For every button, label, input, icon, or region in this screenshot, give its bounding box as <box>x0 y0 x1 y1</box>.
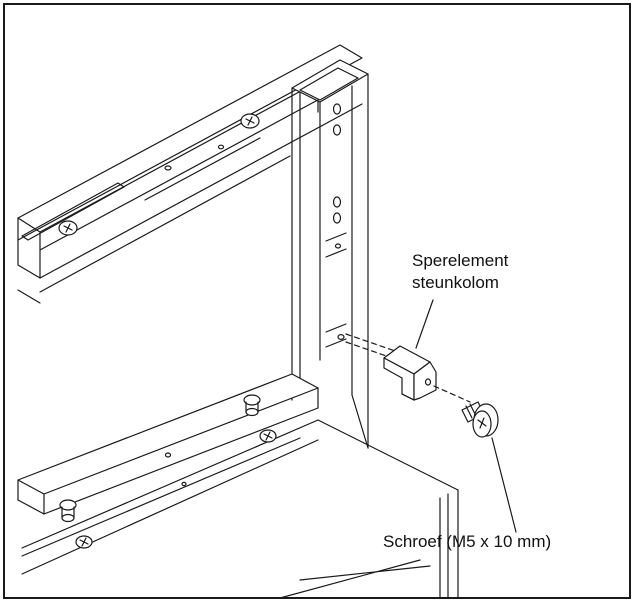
lower-beam <box>17 373 319 575</box>
lock-element-callout: Sperelement steunkolom <box>412 250 508 294</box>
screw-guide-line <box>433 385 471 403</box>
lower-panel <box>279 419 459 599</box>
top-beam-screw-2 <box>58 220 78 236</box>
top-beam <box>17 44 363 304</box>
lower-beam-screw-2 <box>75 535 93 549</box>
screw-m5 <box>461 401 499 438</box>
lock-element-label-line1: Sperelement <box>412 251 509 270</box>
lock-element-bracket <box>383 345 437 401</box>
top-beam-screw-1 <box>240 113 260 129</box>
lower-beam-bolt-1 <box>243 394 261 417</box>
lock-element-leader <box>415 299 434 349</box>
screw-leader <box>491 437 517 533</box>
screw-callout: Schroef (M5 x 10 mm) <box>383 532 552 551</box>
lock-element-label-line2: steunkolom <box>412 273 499 292</box>
vertical-column <box>291 59 369 449</box>
figure-frame <box>3 3 631 599</box>
lower-beam-screw-1 <box>259 429 277 443</box>
lower-beam-bolt-2 <box>59 499 77 523</box>
